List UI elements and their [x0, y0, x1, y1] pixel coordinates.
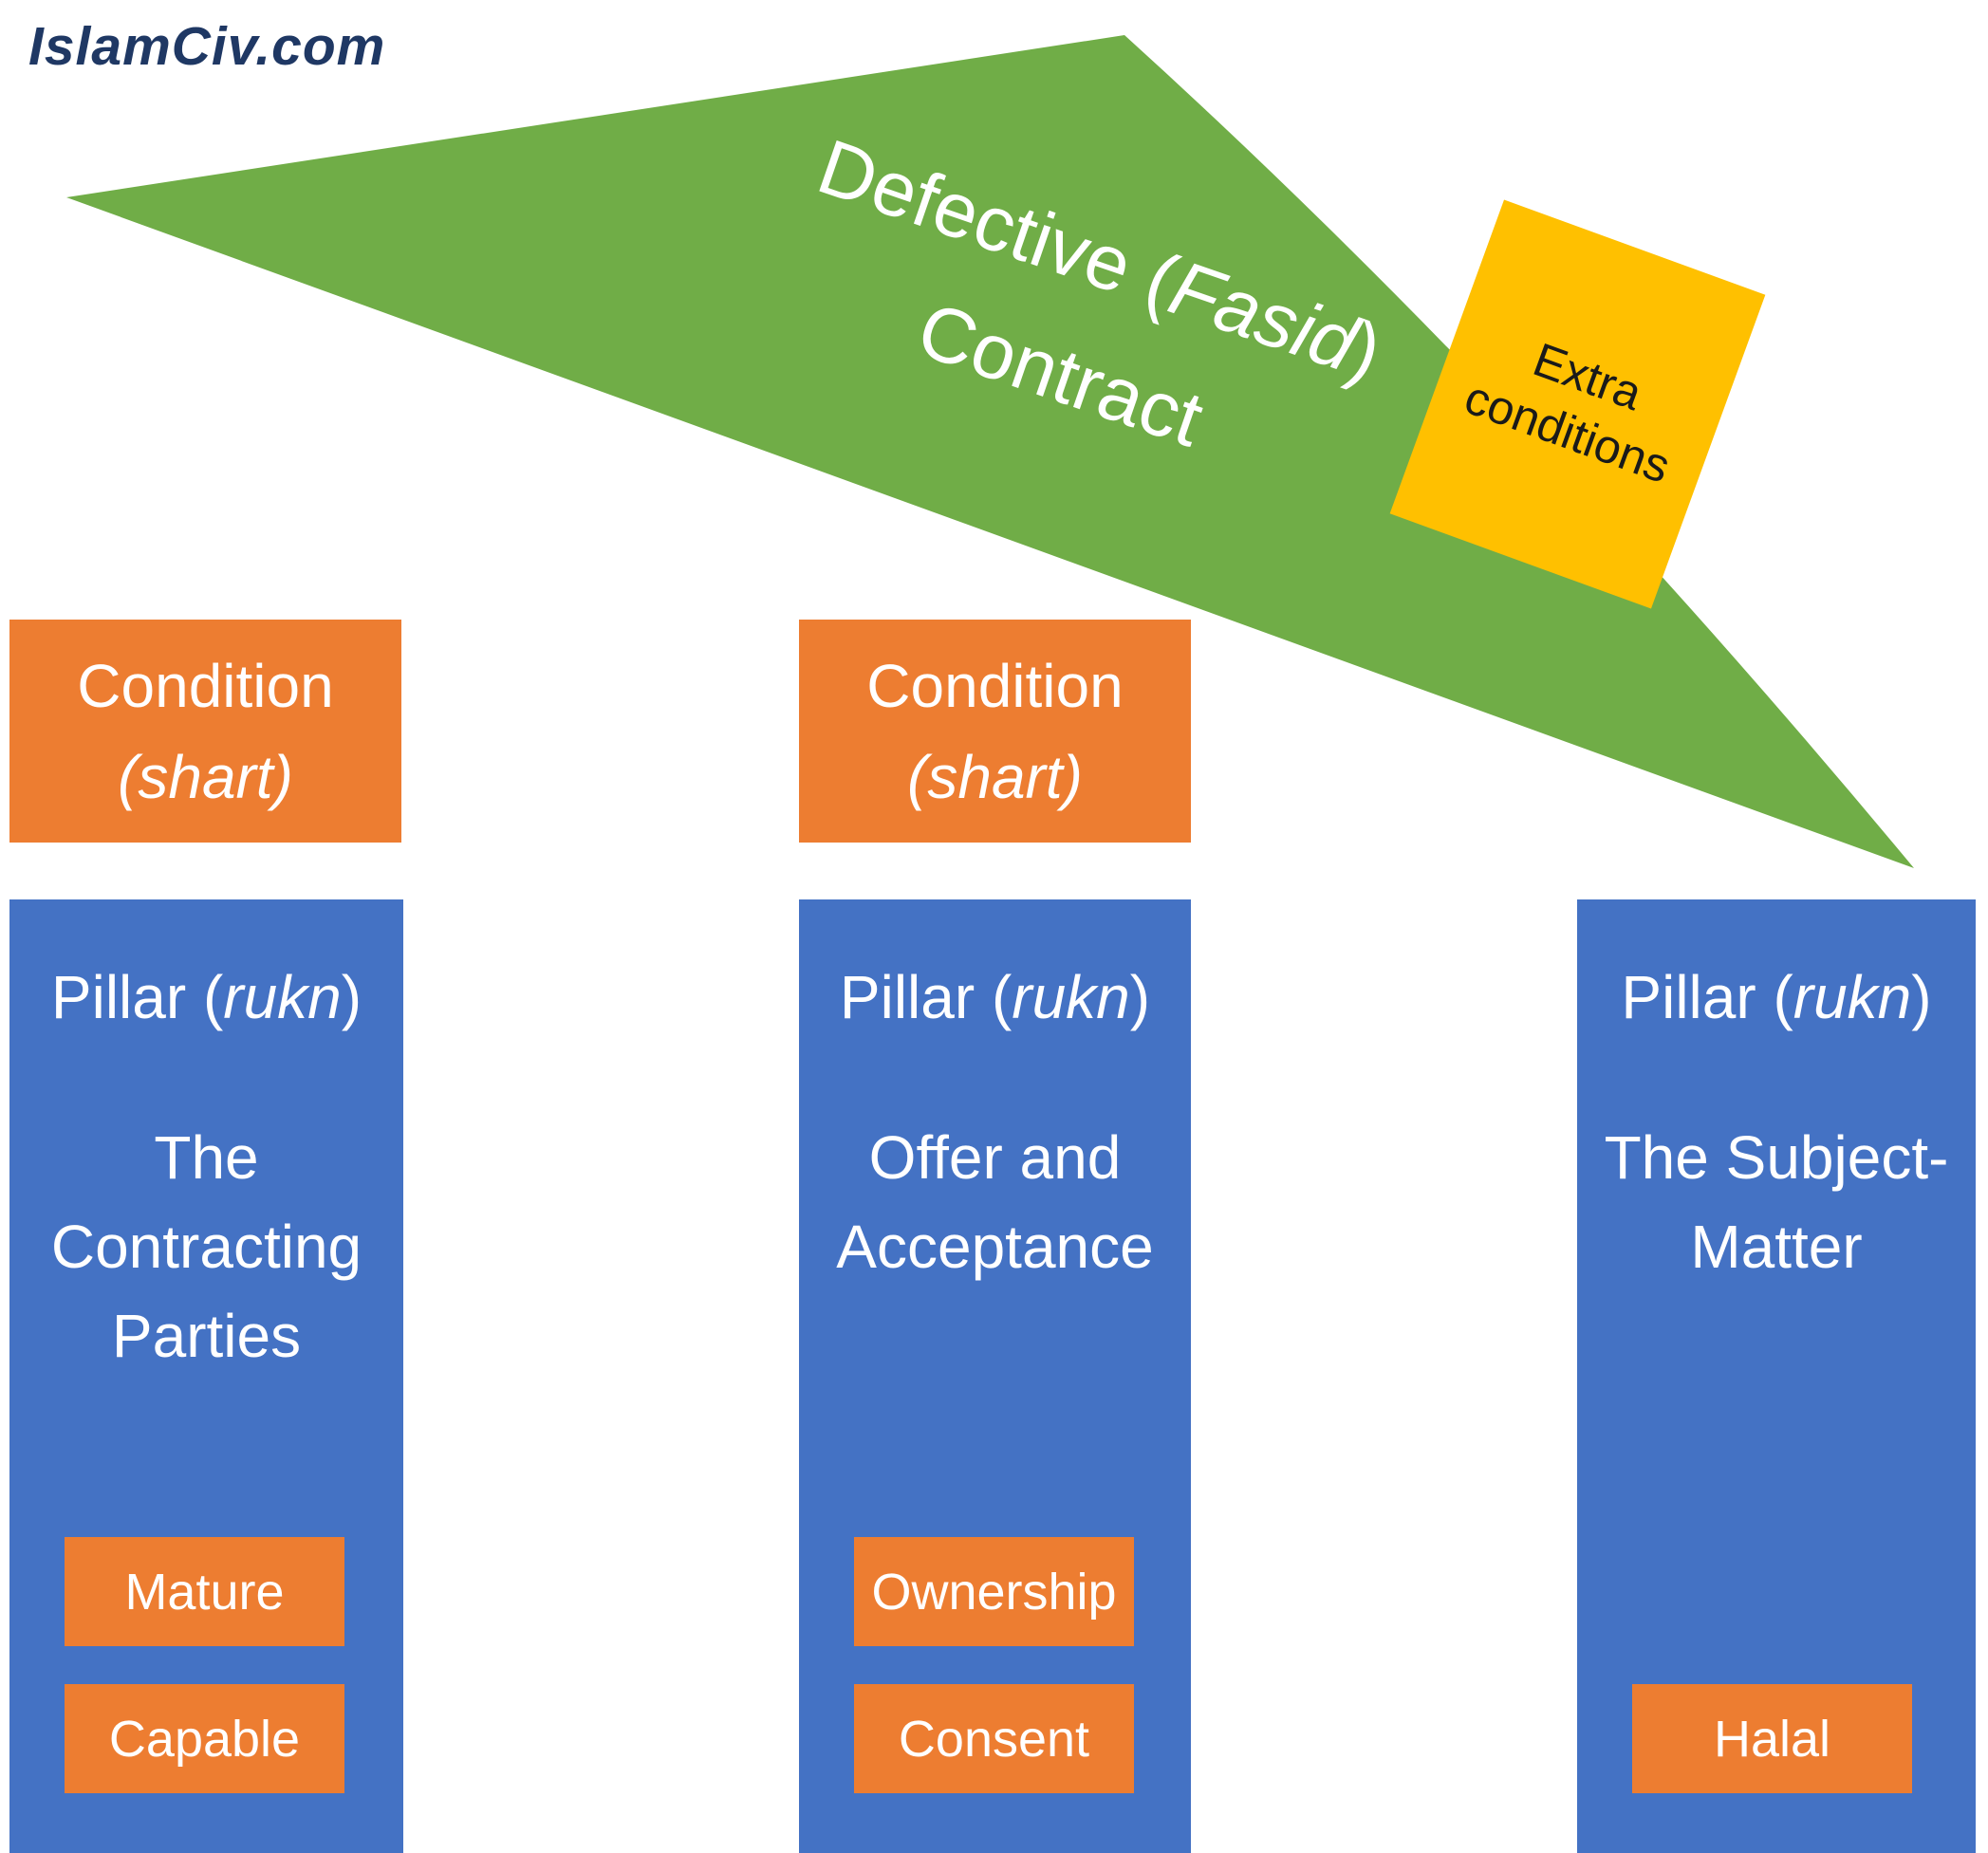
- pillar-body-line: The Subject-: [1604, 1123, 1949, 1192]
- site-watermark: IslamCiv.com: [28, 16, 386, 77]
- pillar-offer-acceptance: Pillar (rukn) Offer and Acceptance Owner…: [799, 899, 1191, 1853]
- tag-consent: Consent: [854, 1684, 1134, 1793]
- condition-term: (shart): [118, 742, 293, 811]
- tag-halal: Halal: [1632, 1684, 1912, 1793]
- pillar-body-line: Contracting: [50, 1213, 362, 1281]
- tag-capable: Capable: [65, 1684, 344, 1793]
- condition-box-contracting-parties: Condition (shart): [9, 620, 401, 843]
- green-wedge-shape: [66, 35, 1914, 868]
- condition-label: Condition: [866, 651, 1124, 720]
- pillar-subject-matter: Pillar (rukn) The Subject- Matter Halal: [1577, 899, 1976, 1853]
- condition-box-offer-acceptance: Condition (shart): [799, 620, 1191, 843]
- condition-label: Condition: [77, 651, 334, 720]
- pillar-body: Offer and Acceptance: [799, 1113, 1191, 1291]
- pillar-contracting-parties: Pillar (rukn) The Contracting Parties Ma…: [9, 899, 403, 1853]
- pillar-body-line: The: [154, 1123, 259, 1192]
- condition-term: (shart): [907, 742, 1083, 811]
- pillar-body-line: Parties: [111, 1302, 302, 1370]
- tag-ownership: Ownership: [854, 1537, 1134, 1646]
- pillar-title: Pillar (rukn): [1621, 963, 1932, 1031]
- pillar-body-line: Acceptance: [836, 1213, 1154, 1281]
- pillar-title: Pillar (rukn): [839, 963, 1151, 1031]
- pillar-body: The Contracting Parties: [9, 1113, 403, 1380]
- pillar-body: The Subject- Matter: [1577, 1113, 1976, 1291]
- pillar-body-line: Offer and: [868, 1123, 1122, 1192]
- pillar-title: Pillar (rukn): [50, 963, 362, 1031]
- tag-mature: Mature: [65, 1537, 344, 1646]
- pillar-body-line: Matter: [1690, 1213, 1863, 1281]
